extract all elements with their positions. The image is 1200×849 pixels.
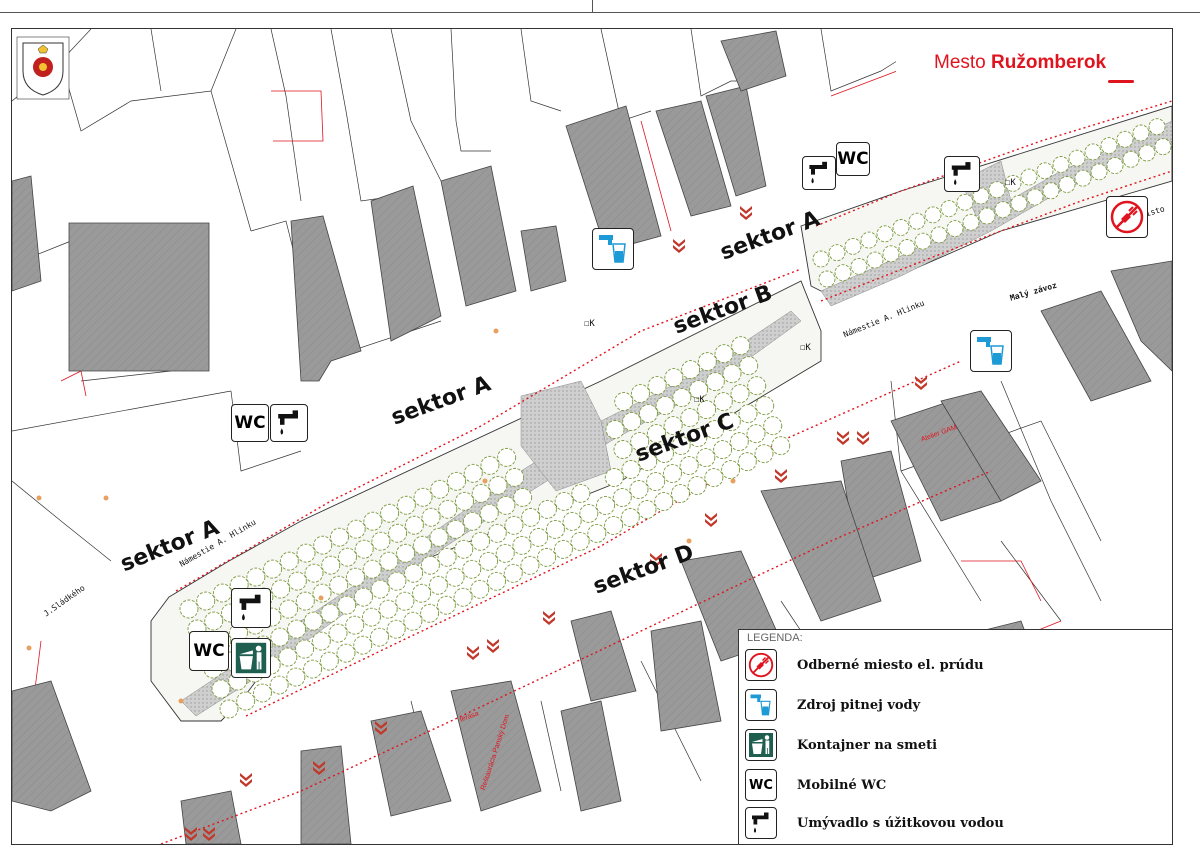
legend-title: LEGENDA:	[747, 632, 803, 644]
wc-icon: WC	[745, 769, 777, 801]
power-outlet-icon[interactable]	[1106, 196, 1148, 238]
marker-k-3: ☐K	[694, 395, 705, 405]
map-legend: LEGENDA: Odberné miesto el. prúdu Zdroj …	[738, 629, 1172, 844]
legend-label: Kontajner na smeti	[797, 738, 938, 753]
marker-k-2: ☐K	[800, 343, 811, 353]
washbasin-icon	[745, 807, 777, 839]
drinking-water-icon[interactable]	[970, 330, 1012, 372]
entry-arrows	[185, 206, 927, 841]
legend-item-power: Odberné miesto el. prúdu	[745, 649, 1165, 683]
power-outlet-icon	[745, 649, 777, 681]
legend-item-wc: WC Mobilné WC	[745, 769, 1165, 803]
trash-container-icon[interactable]	[231, 638, 271, 678]
marker-k-1: ☐K	[584, 319, 595, 329]
lamp-dots	[26, 328, 736, 704]
washbasin-icon[interactable]	[944, 156, 980, 192]
brand-header: Mesto Ružomberok	[896, 30, 1170, 100]
legend-label: Odberné miesto el. prúdu	[797, 658, 984, 673]
marker-k-4: ☐K	[1005, 178, 1016, 188]
washbasin-icon[interactable]	[231, 588, 271, 628]
map-canvas	[12, 29, 1172, 844]
legend-item-washbasin: Umývadlo s úžitkovou vodou	[745, 807, 1165, 841]
legend-label: Umývadlo s úžitkovou vodou	[797, 816, 1004, 831]
top-strip	[0, 0, 1200, 13]
washbasin-icon[interactable]	[802, 156, 836, 190]
buildings	[12, 30, 1172, 844]
wc-icon[interactable]: WC	[189, 631, 229, 671]
legend-item-water: Zdroj pitnej vody	[745, 689, 1165, 723]
city-crest	[16, 36, 70, 100]
drinking-water-icon[interactable]	[592, 228, 634, 270]
trash-container-icon	[745, 729, 777, 761]
legend-label: Zdroj pitnej vody	[797, 698, 921, 713]
legend-label: Mobilné WC	[797, 778, 887, 793]
legend-item-trash: Kontajner na smeti	[745, 729, 1165, 763]
drinking-water-icon	[745, 689, 777, 721]
brand-underline	[1108, 80, 1134, 83]
wc-icon[interactable]: WC	[836, 142, 870, 176]
brand-title: Mesto Ružomberok	[934, 52, 1107, 73]
washbasin-icon[interactable]	[270, 404, 308, 442]
wc-icon[interactable]: WC	[231, 404, 269, 442]
